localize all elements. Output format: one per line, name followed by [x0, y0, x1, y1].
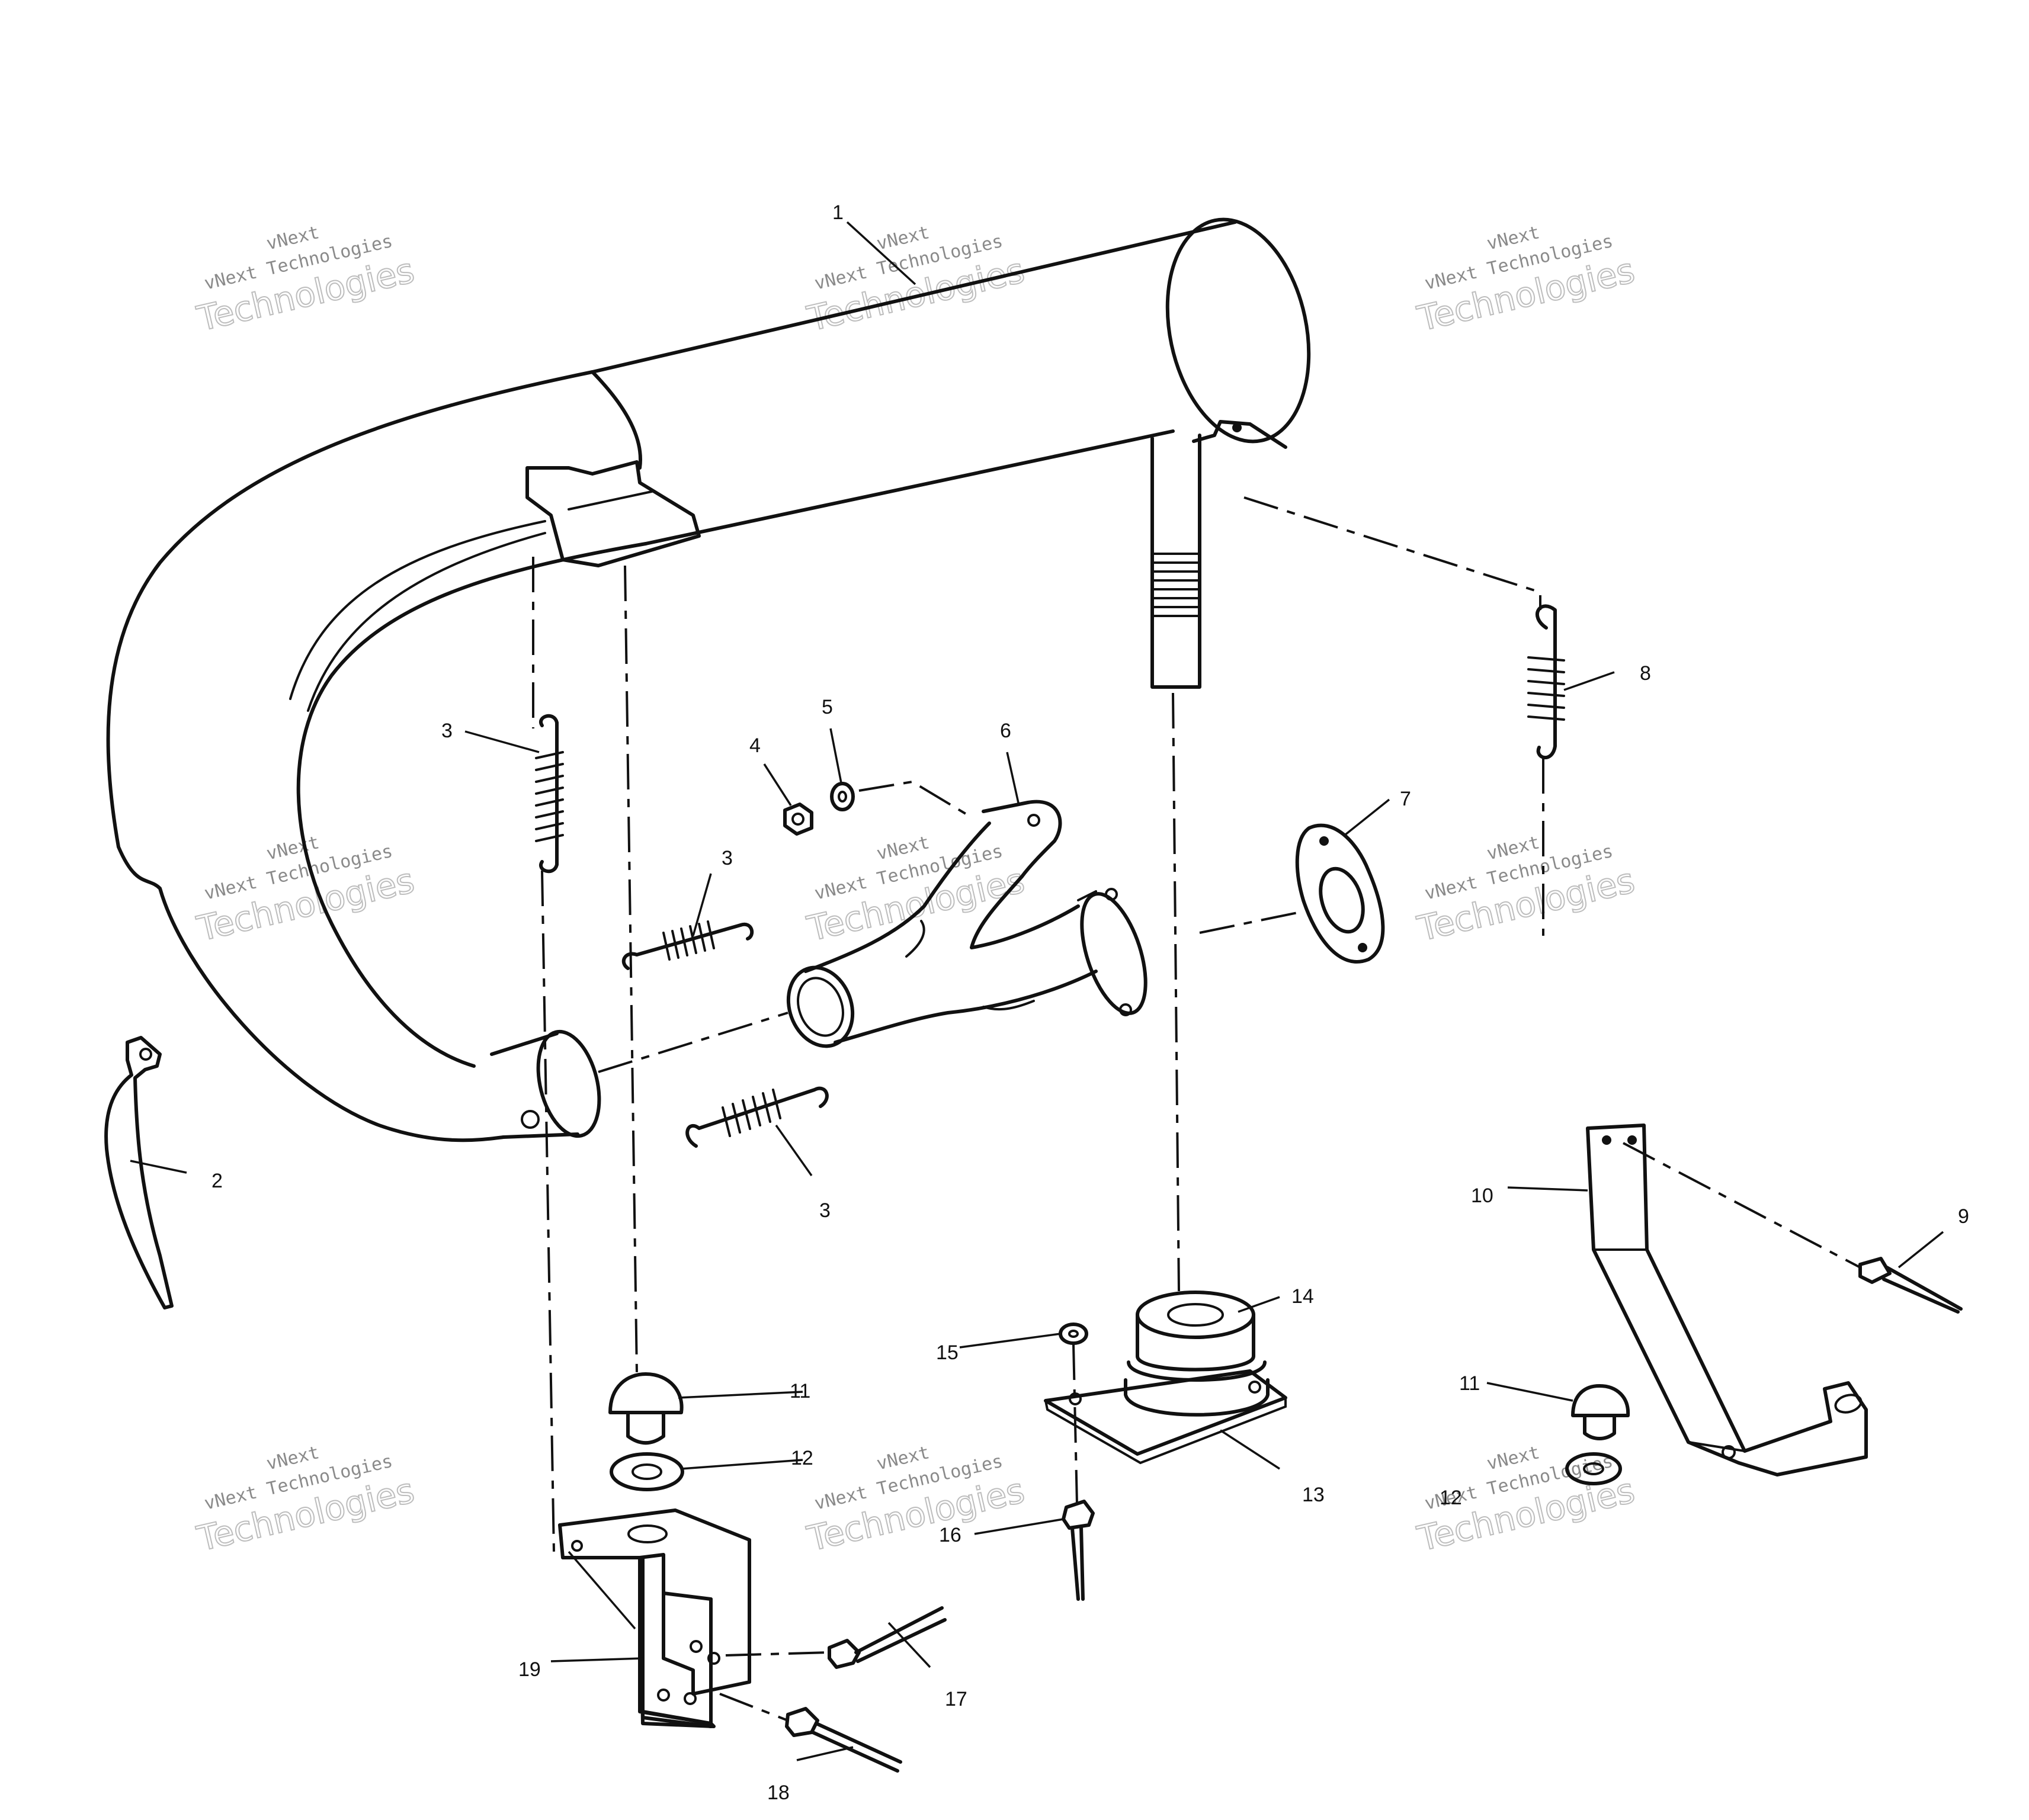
callout-16: 16 — [939, 1524, 961, 1546]
callout-15: 15 — [936, 1341, 959, 1364]
callout-3-middle: 3 — [722, 847, 733, 869]
part-3-spring-middle — [621, 920, 754, 970]
part-4-nut — [783, 803, 813, 836]
callout-19: 19 — [518, 1658, 541, 1681]
part-12-washer-right — [1565, 1452, 1622, 1485]
part-9-bolt — [1858, 1257, 1963, 1314]
callout-12-left: 12 — [791, 1447, 813, 1469]
watermark: vNext vNext Technologies Technologies — [803, 832, 1028, 949]
callout-14: 14 — [1291, 1285, 1314, 1308]
watermarks: vNext vNext Technologies Technologies vN… — [193, 222, 1639, 1559]
callout-4: 4 — [749, 734, 761, 757]
part-3-spring-lower — [685, 1086, 829, 1148]
watermark: vNext vNext Technologies Technologies — [1413, 1442, 1639, 1559]
watermark: vNext vNext Technologies Technologies — [193, 832, 418, 949]
part-10-bracket — [1586, 1124, 1868, 1476]
watermark: vNext vNext Technologies Technologies — [1413, 832, 1639, 949]
watermark: vNext vNext Technologies Technologies — [1413, 222, 1639, 339]
part-19-bracket — [558, 1508, 751, 1728]
callout-2: 2 — [211, 1170, 223, 1192]
callout-11-right: 11 — [1459, 1372, 1480, 1395]
callout-3-upper: 3 — [441, 720, 453, 742]
callout-18: 18 — [767, 1782, 790, 1804]
watermark: vNext vNext Technologies Technologies — [193, 222, 418, 339]
part-7-gasket — [1295, 823, 1385, 964]
callout-7: 7 — [1400, 788, 1411, 810]
watermark: vNext vNext Technologies Technologies — [193, 1442, 418, 1559]
callout-17: 17 — [945, 1688, 967, 1710]
callout-9: 9 — [1958, 1205, 1969, 1228]
part-2-strap — [104, 1036, 174, 1309]
part-15-washer — [1059, 1323, 1088, 1345]
callout-3-lower: 3 — [819, 1199, 831, 1222]
part-14-isolator — [1124, 1291, 1270, 1417]
callout-1: 1 — [832, 201, 844, 224]
part-8-spring — [1527, 604, 1565, 759]
part-17-bolt — [828, 1606, 947, 1669]
callout-6: 6 — [1000, 720, 1011, 742]
callout-12-right: 12 — [1440, 1487, 1462, 1509]
callout-11-left: 11 — [790, 1380, 810, 1402]
part-18-bolt — [785, 1707, 902, 1773]
callout-5: 5 — [822, 696, 833, 718]
part-1-muffler — [106, 217, 1311, 1142]
callout-13: 13 — [1302, 1484, 1325, 1506]
part-12-washer-left — [610, 1452, 684, 1491]
callout-10: 10 — [1471, 1185, 1493, 1207]
part-6-y-pipe — [786, 800, 1147, 1048]
assembly-lines — [532, 496, 1861, 1722]
watermark: vNext vNext Technologies Technologies — [803, 1442, 1028, 1559]
part-5-washer — [830, 782, 855, 811]
callout-labels: 1 2 3 3 3 4 5 6 7 8 9 10 11 11 12 12 13 … — [211, 201, 1969, 1804]
part-16-bolt — [1062, 1500, 1095, 1601]
part-11-grommet-right — [1571, 1384, 1630, 1440]
callout-8: 8 — [1640, 662, 1651, 685]
callout-leaders — [130, 221, 1944, 1761]
part-11-grommet-left — [608, 1372, 684, 1445]
part-3-spring-upper — [535, 714, 564, 874]
